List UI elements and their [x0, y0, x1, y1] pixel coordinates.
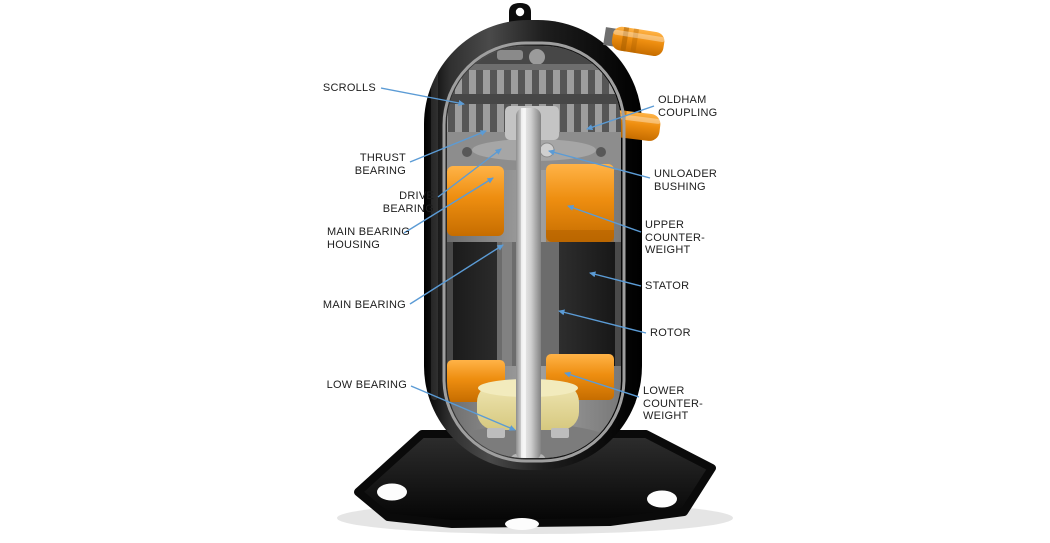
- leader-stator: [589, 271, 642, 287]
- bolt-hole-left: [377, 483, 407, 501]
- discharge-fitting: [603, 26, 665, 56]
- leader-upper-counterweight: [567, 205, 642, 233]
- label-main-bearing-housing: MAIN BEARING HOUSING: [327, 226, 411, 251]
- leader-scrolls: [380, 87, 465, 106]
- bolt-hole-right: [647, 490, 677, 508]
- leader-main-bearing-housing: [403, 177, 494, 234]
- label-upper-counterweight: UPPER COUNTER- WEIGHT: [645, 219, 706, 256]
- leader-oldham-coupling: [586, 105, 655, 131]
- upper-counterweight-part: [546, 164, 614, 242]
- leader-drive-bearing: [437, 148, 502, 198]
- upper-counterweight-left: [447, 166, 504, 236]
- label-lower-counterweight: LOWER COUNTER- WEIGHT: [643, 385, 704, 422]
- label-scrolls: SCROLLS: [322, 82, 376, 94]
- cutaway-rim: [442, 41, 626, 463]
- label-thrust-bearing: THRUST BEARING: [354, 152, 406, 177]
- leader-main-bearing: [409, 244, 504, 305]
- base-notch: [505, 518, 539, 530]
- label-drive-bearing: DRIVE BEARING: [382, 190, 434, 215]
- label-low-bearing: LOW BEARING: [326, 379, 407, 391]
- leader-unloader-bushing: [548, 149, 651, 179]
- label-unloader-bushing: UNLOADER BUSHING: [654, 168, 718, 193]
- label-main-bearing: MAIN BEARING: [322, 299, 406, 311]
- label-rotor: ROTOR: [650, 327, 691, 339]
- leader-low-bearing: [410, 385, 516, 431]
- label-oldham-coupling: OLDHAM COUPLING: [658, 94, 718, 119]
- leader-thrust-bearing: [409, 130, 487, 163]
- leader-lower-counterweight: [564, 371, 640, 398]
- label-stator: STATOR: [645, 280, 690, 292]
- leader-rotor: [558, 309, 647, 334]
